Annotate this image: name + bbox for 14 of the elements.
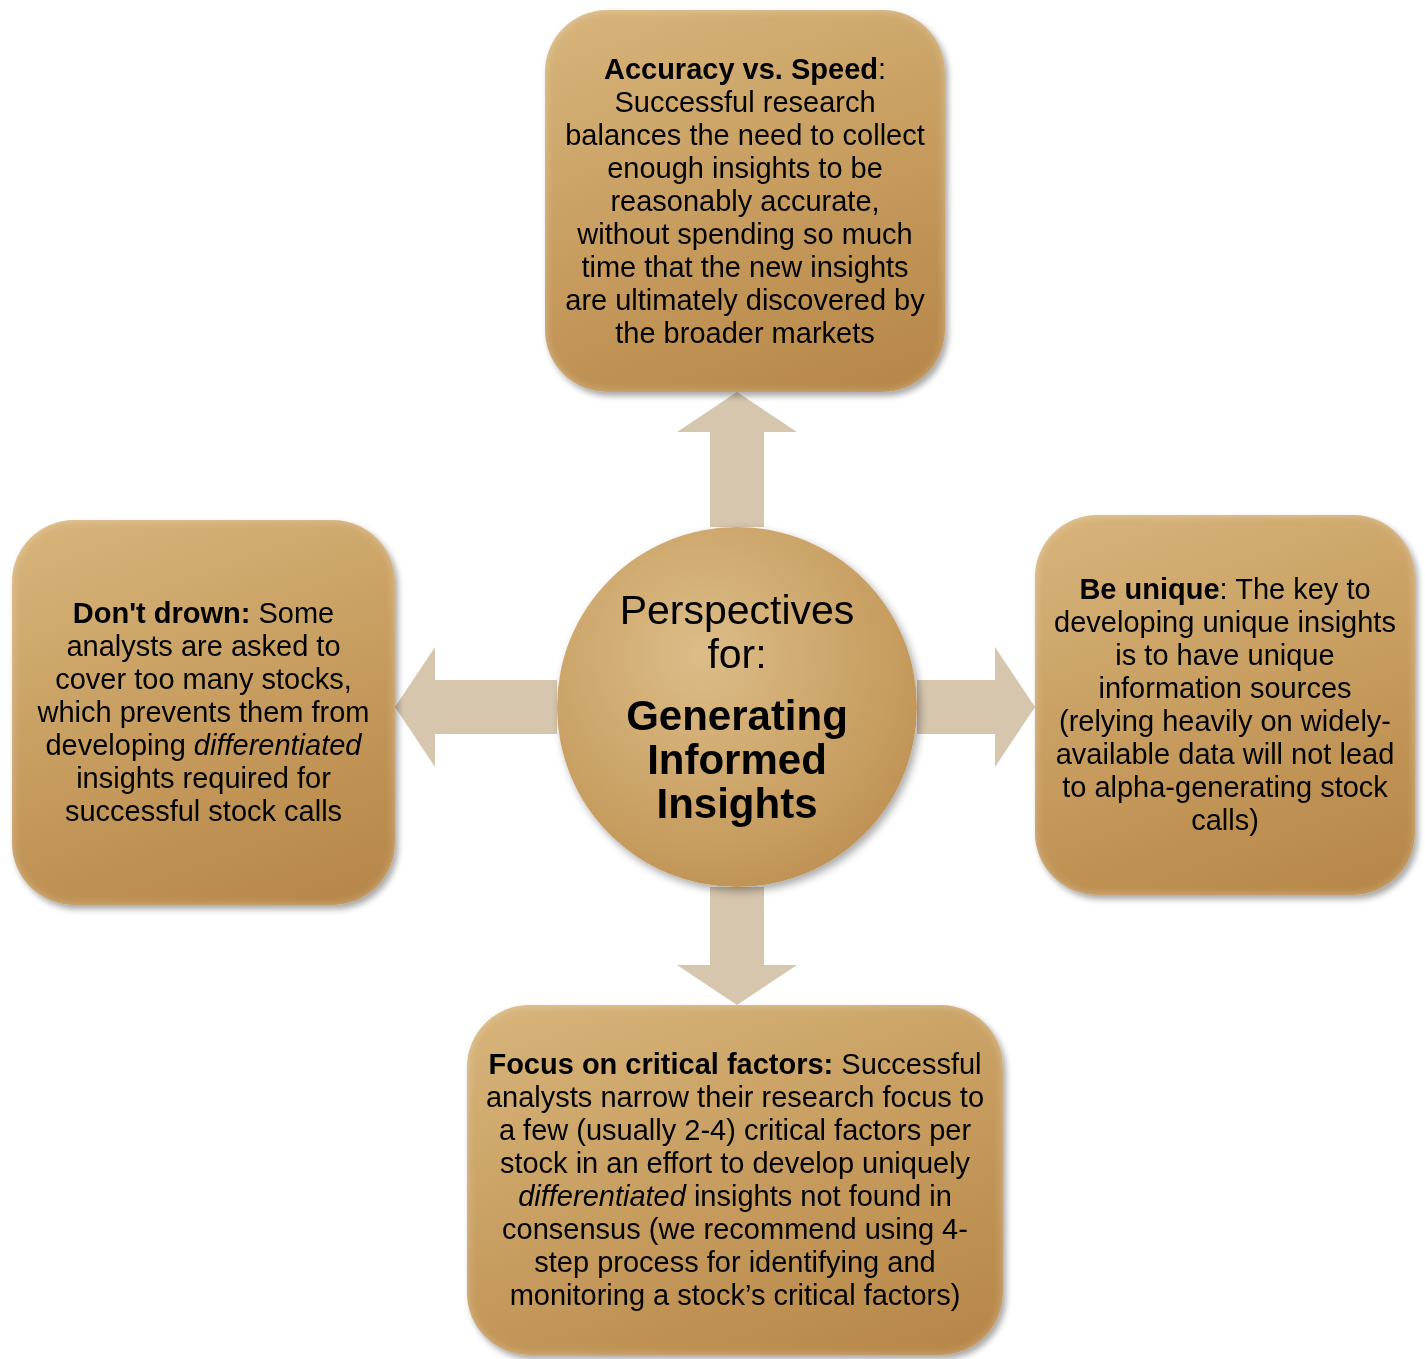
circle-subtitle: Perspectives for:: [618, 588, 856, 676]
block-arrow: [395, 647, 557, 767]
block-arrow: [677, 887, 797, 1005]
perspective-box: [467, 1005, 1003, 1355]
perspective-box: [545, 10, 945, 392]
perspective-text: Accuracy vs. Speed: Successful research balances the need to collect enough insights to be reasonably accurate, without spending so much time that the new insights are ultimately discovered by the broader markets: [564, 52, 926, 350]
perspective-box: [1035, 515, 1415, 895]
perspective-text: Don't drown: Some analysts are asked to cover too many stocks, which prevents them from developing differentiated insights required for successful stock calls: [36, 597, 371, 828]
perspective-box: [12, 520, 395, 905]
block-arrow: [677, 392, 797, 527]
perspective-text: Focus on critical factors: Successful analysts narrow their research focus to a few (usually 2-4) critical factors per stock in an effort to develop uniquely differentiated insights not found in consensus (we recommend using 4-step process for identifying and monitoring a stock’s critical factors): [484, 1048, 986, 1312]
perspective-text: Be unique: The key to developing unique insights is to have unique information sources (relying heavily on widely-available data will not lead to alpha-generating stock calls): [1053, 573, 1397, 837]
circle-title: Generating Informed Insights: [625, 694, 849, 826]
block-arrow: [917, 647, 1035, 767]
